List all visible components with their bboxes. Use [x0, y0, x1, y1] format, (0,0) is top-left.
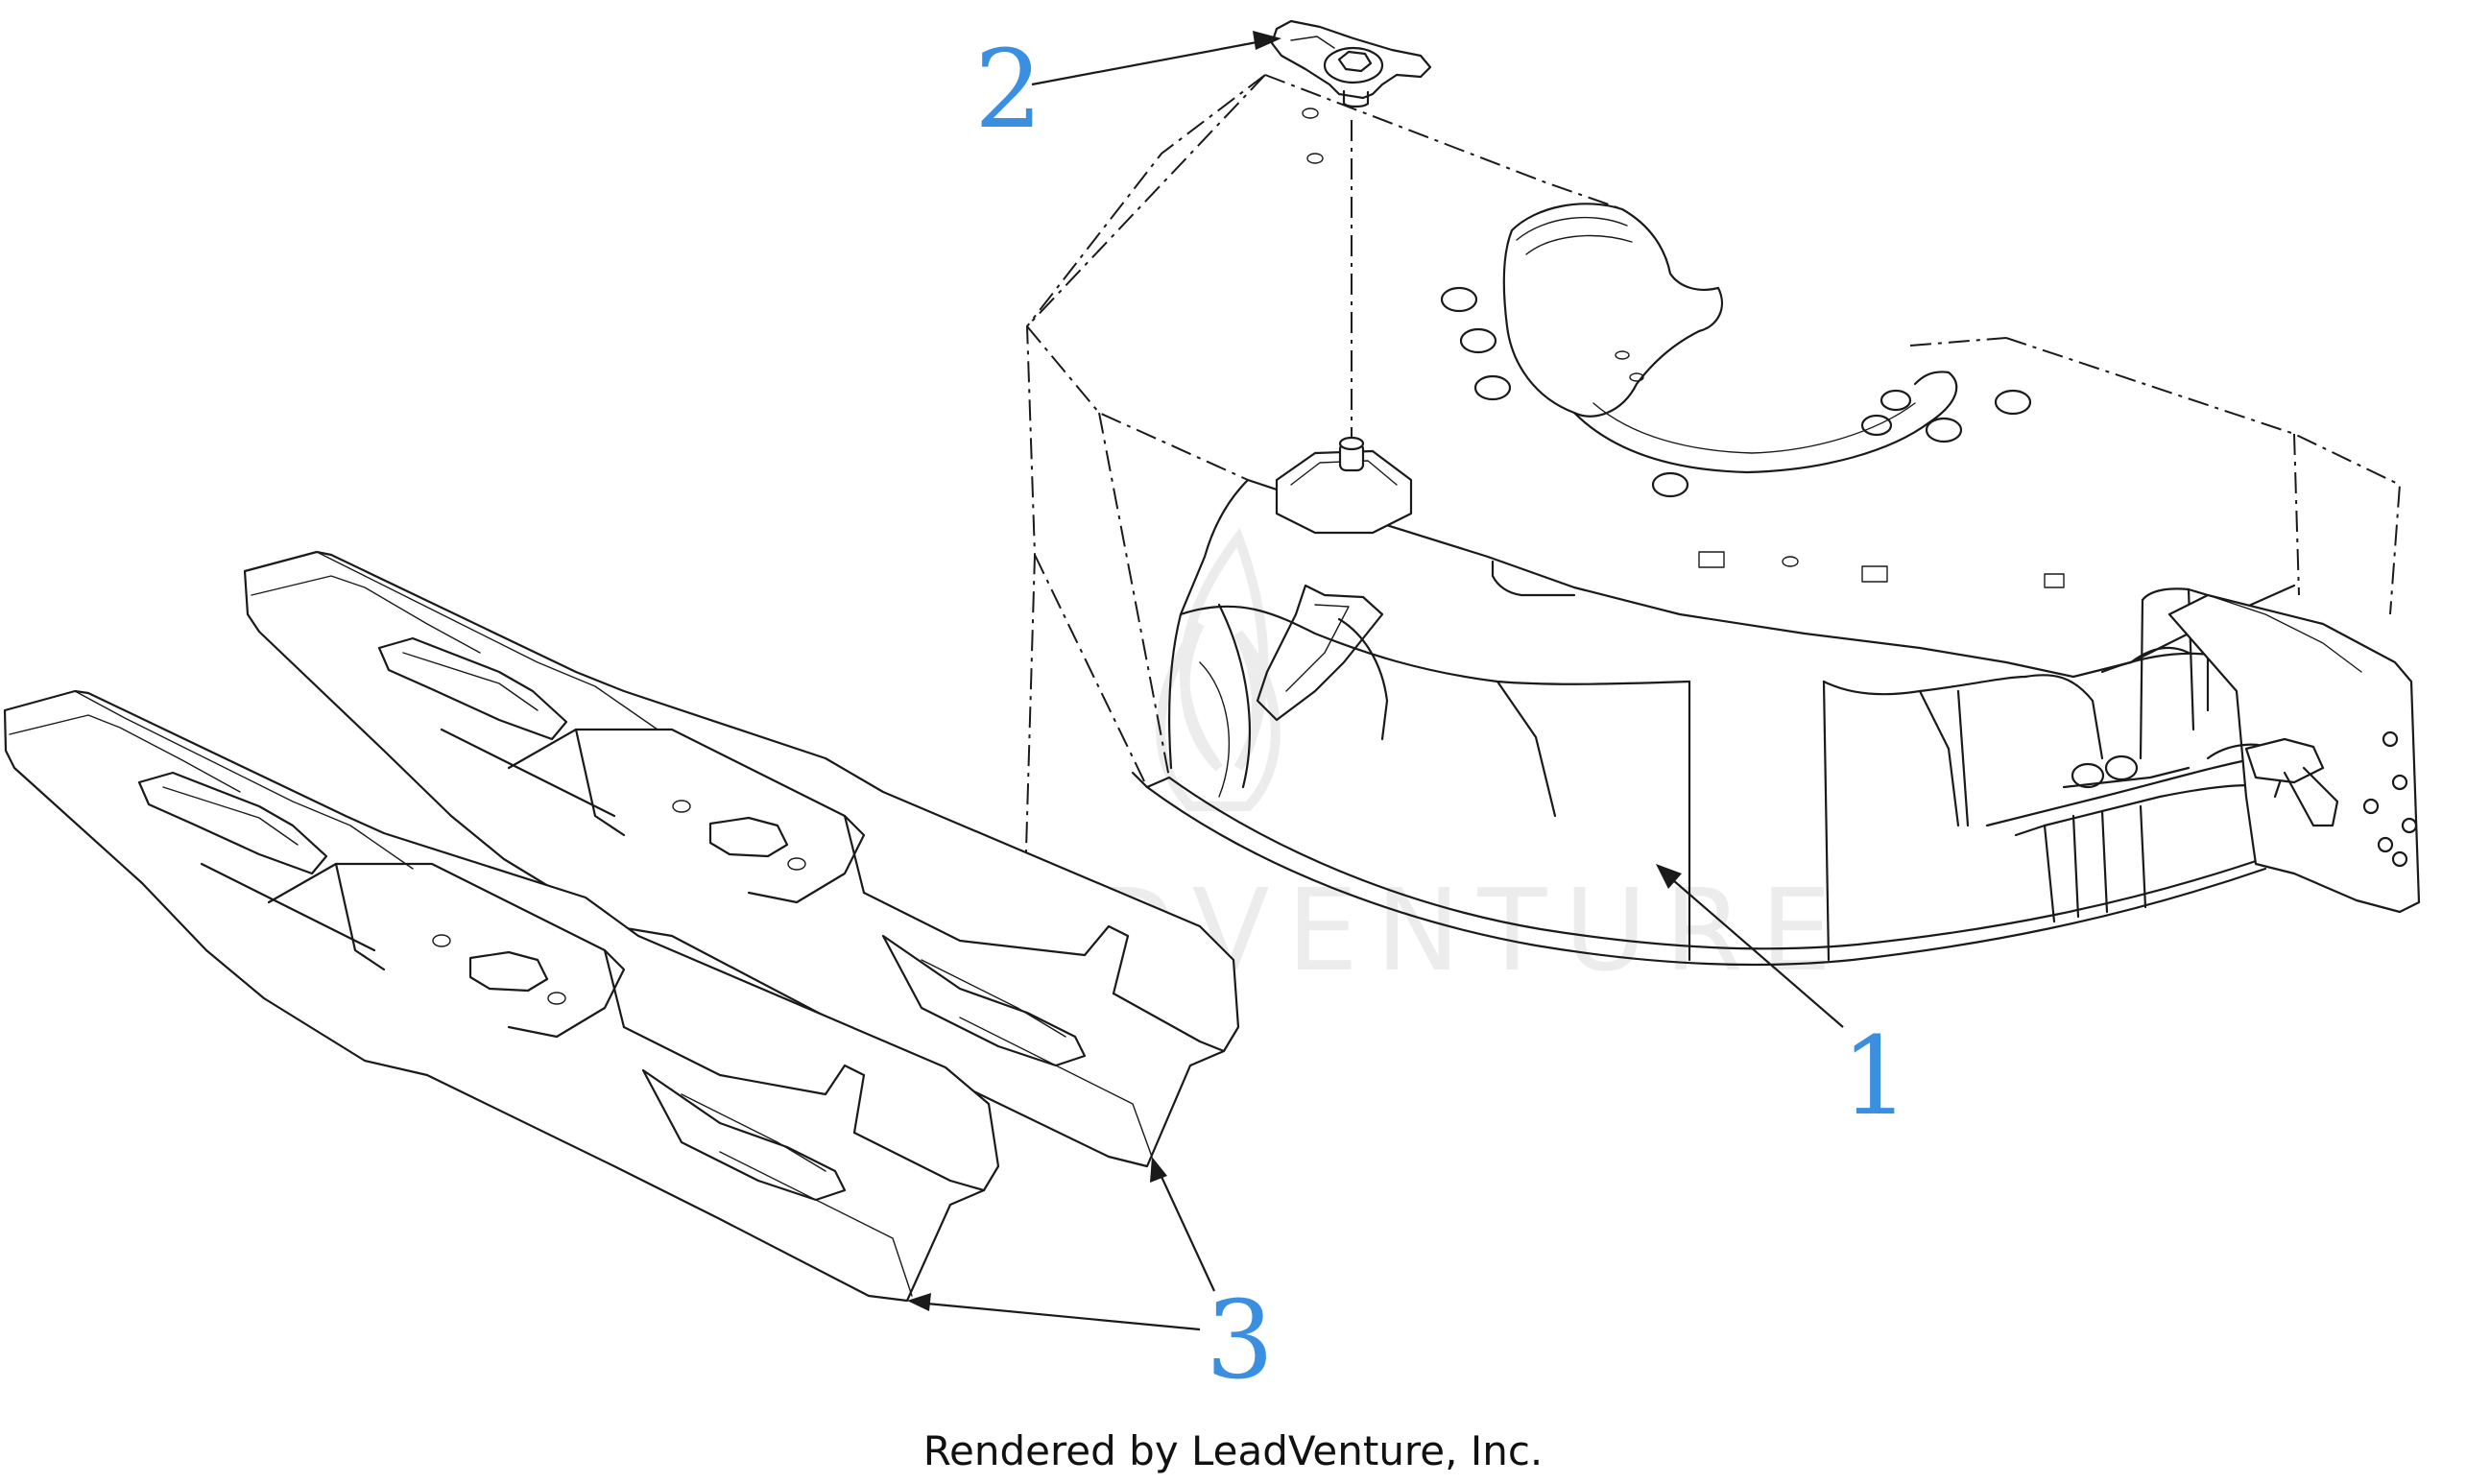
adjustment-knob: [1270, 19, 1432, 108]
blade-front: [3, 689, 1000, 1303]
watermark-flame-icon: [1156, 527, 1281, 811]
callout-1-label: 1: [1841, 1015, 1909, 1139]
footer-credit: Rendered by LeadVenture, Inc.: [922, 1427, 1544, 1474]
mower-blades: [3, 550, 1240, 1303]
callout-1: 1: [1656, 864, 1909, 1139]
callout-3: 3: [907, 1157, 1274, 1403]
callout-2-label: 2: [974, 28, 1042, 153]
mower-deck: [1024, 74, 2421, 967]
blade-rear: [243, 550, 1240, 1168]
callout-2: 2: [974, 28, 1281, 153]
callout-3-label: 3: [1206, 1279, 1274, 1403]
deck-mount-holes: [1302, 108, 2065, 588]
